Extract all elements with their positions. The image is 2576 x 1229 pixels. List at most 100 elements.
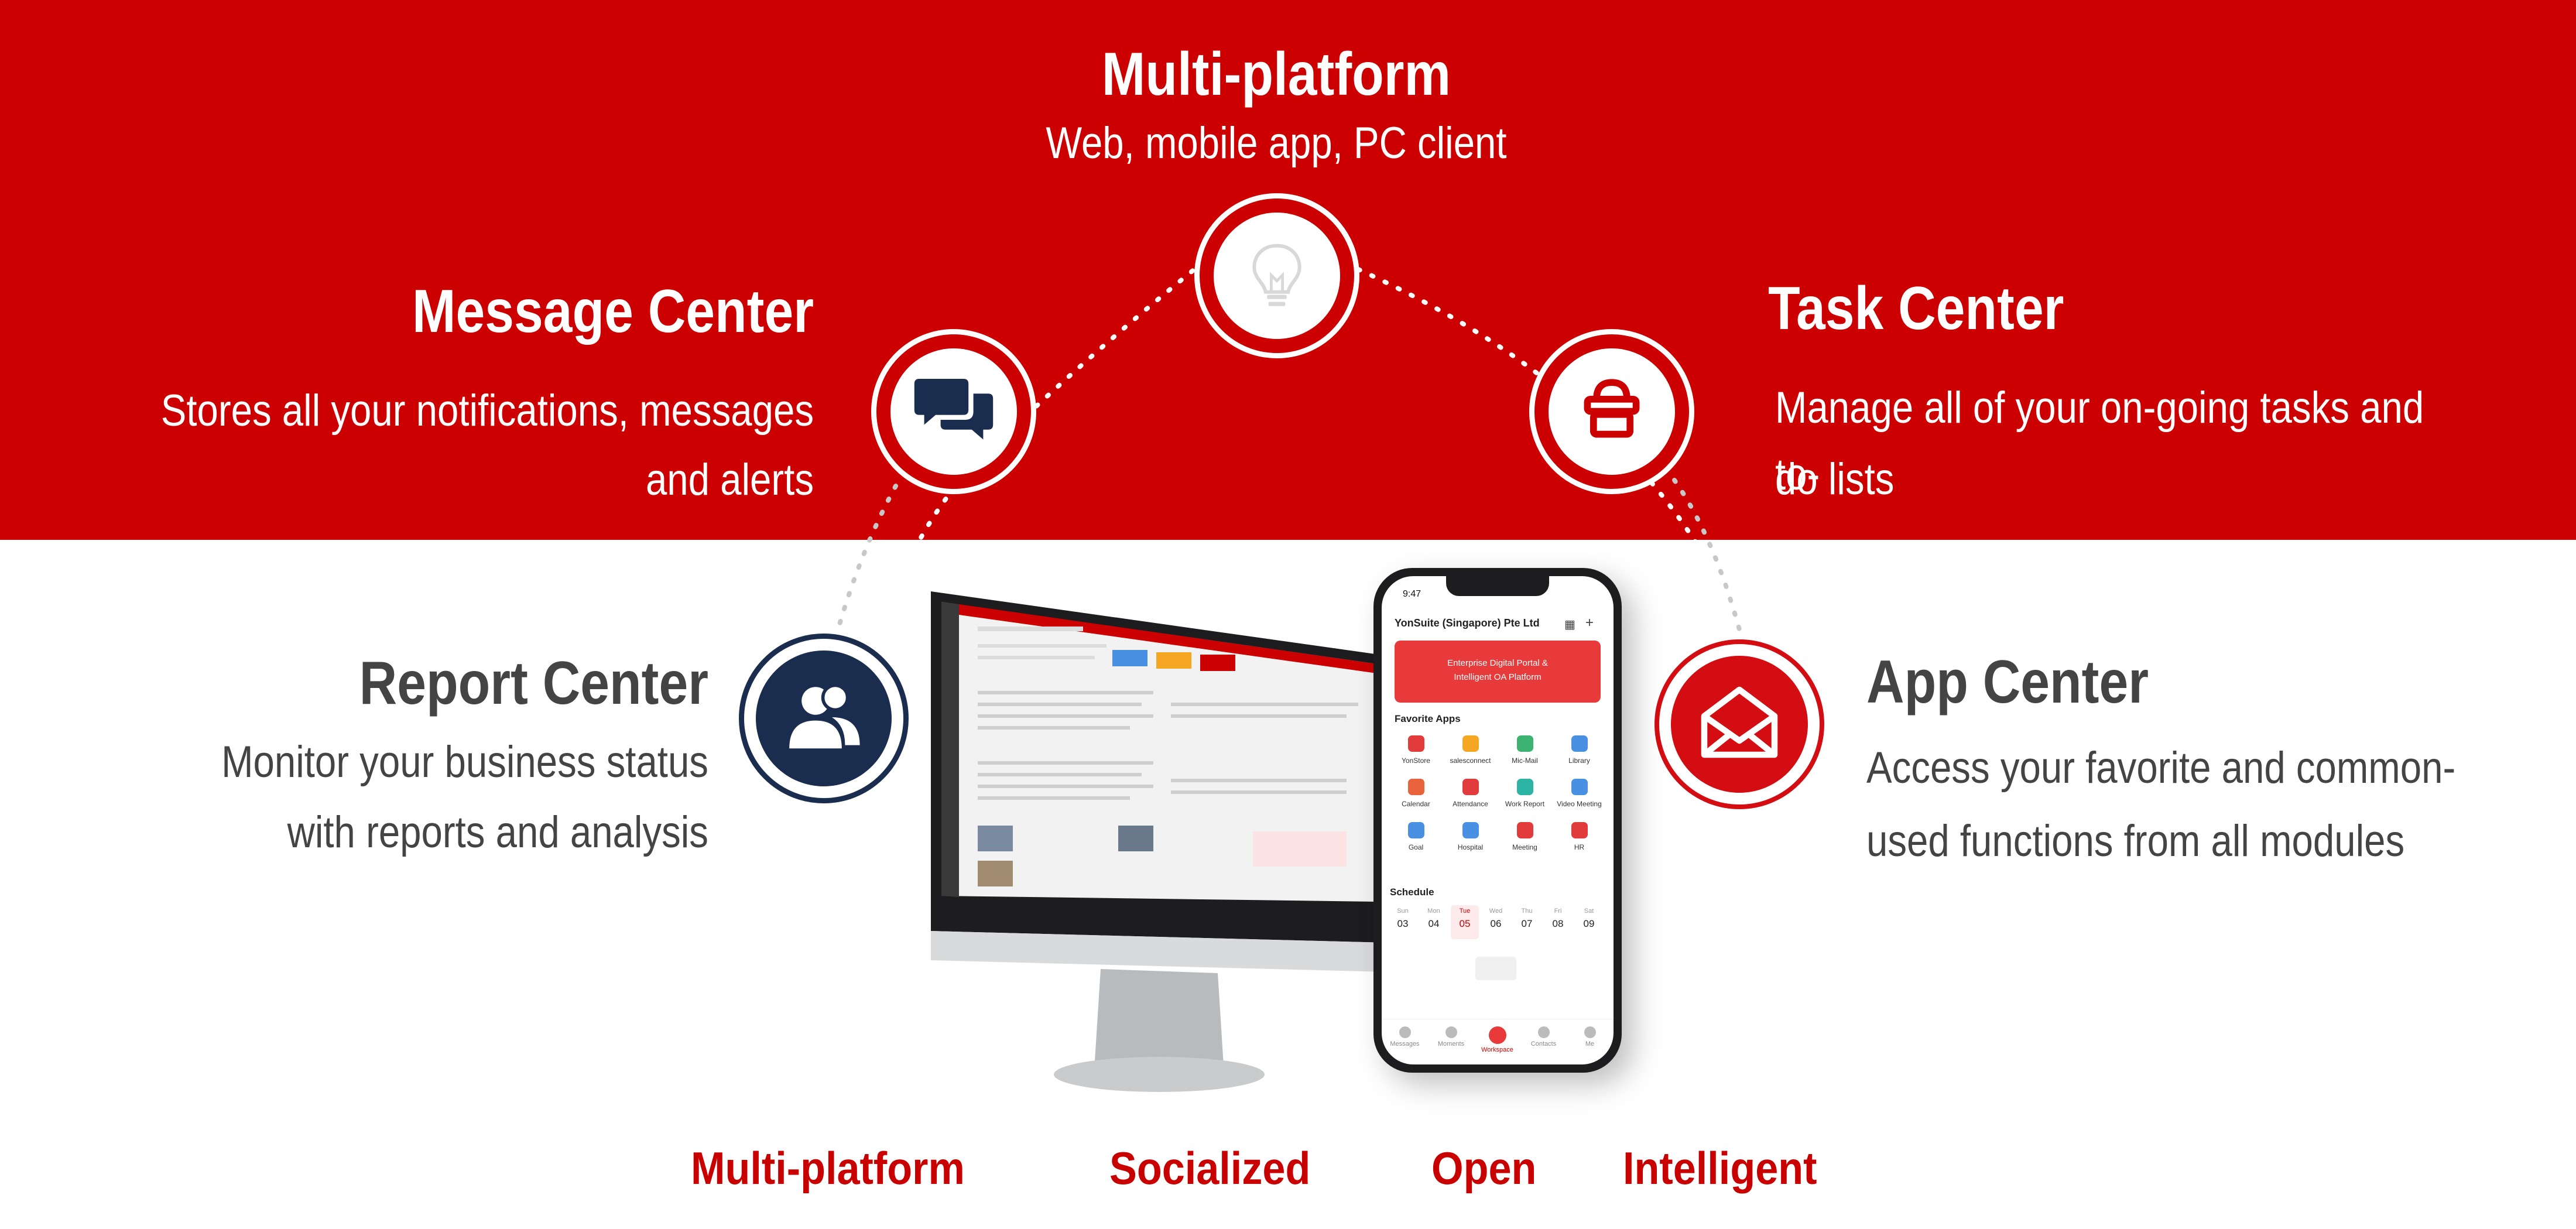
day-date: 08 xyxy=(1552,918,1564,929)
schedule-day[interactable]: Wed 06 xyxy=(1482,905,1510,939)
app-tile[interactable]: Library xyxy=(1552,733,1606,774)
schedule-label: Schedule xyxy=(1390,886,1434,898)
app-tile[interactable]: Mic-Mail xyxy=(1498,733,1552,774)
banner-line2: Intelligent OA Platform xyxy=(1454,672,1542,682)
app-icon xyxy=(1462,779,1479,795)
app-tile[interactable]: Meeting xyxy=(1498,820,1552,861)
app-icon xyxy=(1408,735,1424,752)
tab-icon xyxy=(1488,1026,1506,1044)
app-label: Video Meeting xyxy=(1557,800,1602,808)
day-date: 05 xyxy=(1459,918,1471,929)
phone-notch xyxy=(1446,576,1549,596)
app-tile[interactable]: salesconnect xyxy=(1443,733,1498,774)
schedule-day[interactable]: Tue 05 xyxy=(1451,905,1479,939)
app-tile[interactable]: YonStore xyxy=(1389,733,1443,774)
day-name: Wed xyxy=(1489,908,1503,915)
report-center-desc-line1: Monitor your business status xyxy=(221,737,708,787)
day-name: Mon xyxy=(1427,908,1440,915)
day-name: Fri xyxy=(1554,908,1562,915)
day-date: 09 xyxy=(1583,918,1595,929)
report-center-desc-line2: with reports and analysis xyxy=(287,807,709,857)
day-date: 04 xyxy=(1428,918,1440,929)
pillar-intelligent: Intelligent xyxy=(1623,1142,1817,1194)
chat-bubbles-icon xyxy=(914,379,994,440)
pillar-open: Open xyxy=(1431,1142,1537,1194)
app-icon xyxy=(1571,822,1588,838)
task-center-desc-line1: Manage all of your on-going tasks and to… xyxy=(1775,383,2424,499)
app-tile[interactable]: Attendance xyxy=(1443,776,1498,817)
app-tile[interactable]: Work Report xyxy=(1498,776,1552,817)
phone-tab[interactable]: Messages xyxy=(1382,1023,1428,1062)
app-icon xyxy=(1408,779,1424,795)
tab-icon xyxy=(1445,1026,1457,1038)
message-center-title: Message Center xyxy=(412,278,814,345)
tab-icon xyxy=(1537,1026,1550,1038)
day-date: 03 xyxy=(1397,918,1409,929)
task-center-node[interactable] xyxy=(1529,329,1694,494)
task-center-desc-line2: do lists xyxy=(1775,454,1895,504)
day-name: Thu xyxy=(1521,908,1533,915)
app-label: Attendance xyxy=(1453,800,1488,808)
multiplatform-title: Multi-platform xyxy=(1101,40,1451,108)
schedule-day[interactable]: Fri 08 xyxy=(1544,905,1572,939)
empty-schedule-illustration xyxy=(1475,957,1516,980)
users-icon xyxy=(789,683,860,749)
schedule-day[interactable]: Thu 07 xyxy=(1513,905,1541,939)
mobile-phone: 9:47 YonSuite (Singapore) Pte Ltd ▦ + En… xyxy=(1373,568,1622,1073)
day-date: 07 xyxy=(1521,918,1533,929)
app-tile[interactable]: Goal xyxy=(1389,820,1443,861)
report-center-node[interactable] xyxy=(739,634,909,803)
task-center-title: Task Center xyxy=(1768,275,2064,343)
app-label: Mic-Mail xyxy=(1512,756,1538,765)
pillar-multiplatform: Multi-platform xyxy=(691,1142,965,1194)
app-tile[interactable]: HR xyxy=(1552,820,1606,861)
phone-tab[interactable]: Moments xyxy=(1428,1023,1474,1062)
app-center-desc-line1: Access your favorite and common- xyxy=(1866,743,2456,793)
app-icon xyxy=(1517,822,1533,838)
app-icon xyxy=(1462,735,1479,752)
phone-banner[interactable]: Enterprise Digital Portal & Intelligent … xyxy=(1395,641,1601,703)
phone-tab[interactable]: Workspace xyxy=(1474,1023,1520,1062)
app-label: Goal xyxy=(1408,843,1424,851)
app-tile[interactable]: Video Meeting xyxy=(1552,776,1606,817)
tab-label: Moments xyxy=(1437,1040,1465,1047)
app-tile[interactable]: Calendar xyxy=(1389,776,1443,817)
phone-status-time: 9:47 xyxy=(1403,589,1421,599)
phone-company-name[interactable]: YonSuite (Singapore) Pte Ltd xyxy=(1395,617,1540,629)
app-center-node[interactable] xyxy=(1654,639,1824,809)
favorite-apps-label: Favorite Apps xyxy=(1395,713,1461,724)
add-icon[interactable]: + xyxy=(1585,615,1594,631)
grid-icon[interactable]: ▦ xyxy=(1564,618,1575,631)
app-icon xyxy=(1462,822,1479,838)
phone-tab[interactable]: Me xyxy=(1567,1023,1613,1062)
day-name: Tue xyxy=(1459,908,1471,915)
tab-label: Messages xyxy=(1390,1040,1420,1047)
app-label: salesconnect xyxy=(1450,756,1491,765)
pillar-socialized: Socialized xyxy=(1109,1142,1311,1194)
message-center-desc-line1: Stores all your notifications, messages xyxy=(160,386,814,436)
desktop-monitor xyxy=(931,591,1388,1092)
app-tile[interactable]: Hospital xyxy=(1443,820,1498,861)
day-date: 06 xyxy=(1490,918,1502,929)
multiplatform-desc: Web, mobile app, PC client xyxy=(1046,118,1507,168)
multiplatform-node[interactable] xyxy=(1194,193,1359,358)
tab-icon xyxy=(1584,1026,1596,1038)
app-icon xyxy=(1517,735,1533,752)
app-label: Work Report xyxy=(1505,800,1545,808)
envelope-icon xyxy=(1701,686,1778,758)
task-tray-icon xyxy=(1584,379,1640,438)
app-label: Meeting xyxy=(1512,843,1537,851)
app-center-title: App Center xyxy=(1866,648,2149,716)
app-icon xyxy=(1408,822,1424,838)
schedule-day[interactable]: Mon 04 xyxy=(1420,905,1448,939)
report-center-title: Report Center xyxy=(359,649,708,717)
phone-tab[interactable]: Contacts xyxy=(1520,1023,1567,1062)
tab-icon xyxy=(1399,1026,1411,1038)
message-center-node[interactable] xyxy=(871,329,1036,494)
app-label: HR xyxy=(1574,843,1585,851)
phone-screen: 9:47 YonSuite (Singapore) Pte Ltd ▦ + En… xyxy=(1382,576,1614,1064)
app-label: Hospital xyxy=(1457,843,1484,851)
